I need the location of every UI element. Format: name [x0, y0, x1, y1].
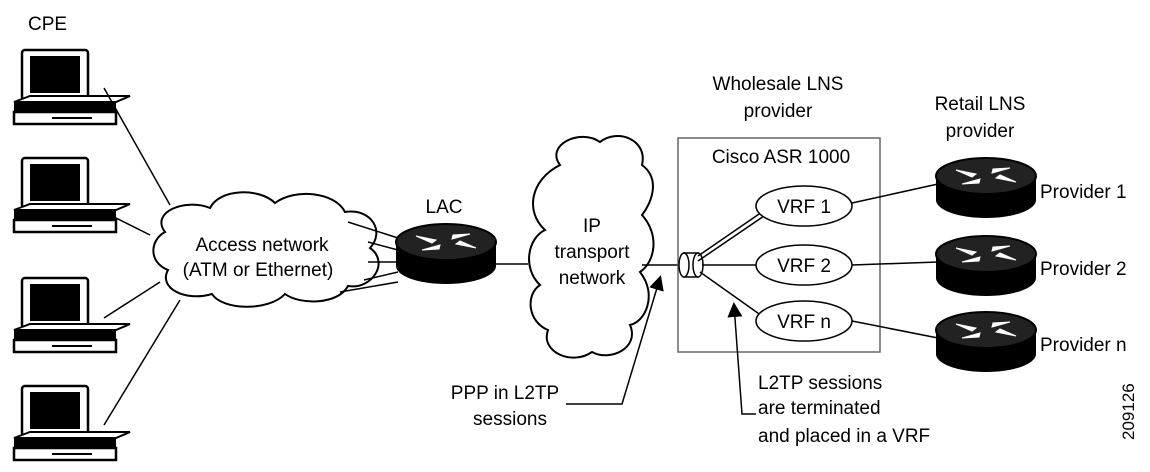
- ip-transport-label-1: IP: [583, 216, 601, 237]
- desktop-computer-icon: [12, 384, 132, 462]
- vrf-1-node: [755, 185, 853, 227]
- vrf-links: [697, 211, 765, 317]
- router-icon: [935, 157, 1037, 219]
- wholesale-label-2: provider: [744, 101, 813, 122]
- vrf-n-label: VRF n: [777, 312, 831, 333]
- access-network-label-2: (ATM or Ethernet): [183, 260, 334, 281]
- l2tp-label-1: L2TP sessions: [758, 373, 882, 394]
- access-to-lac-links: [339, 221, 399, 293]
- cpe-links: [103, 87, 181, 426]
- router-icon: [395, 223, 497, 285]
- ip-transport-label-3: network: [559, 268, 626, 289]
- access-network-cloud-icon: [152, 191, 380, 308]
- figure-id: 209126: [1119, 383, 1138, 440]
- router-icon: [935, 235, 1037, 297]
- provider-1-label: Provider 1: [1040, 182, 1127, 203]
- retail-label-1: Retail LNS: [935, 94, 1026, 115]
- vrf-2-label: VRF 2: [777, 256, 831, 277]
- router-icon: [935, 311, 1037, 373]
- desktop-computer-icon: [12, 156, 132, 234]
- provider-links: [851, 183, 939, 339]
- l2tp-label-2: are terminated: [758, 398, 881, 419]
- ip-transport-label-2: transport: [555, 242, 631, 263]
- access-network-label-1: Access network: [195, 235, 329, 256]
- cpe-label: CPE: [28, 14, 67, 35]
- retail-label-2: provider: [946, 121, 1015, 142]
- ppp-label-1: PPP in L2TP: [451, 383, 559, 404]
- lac-label: LAC: [426, 197, 463, 218]
- desktop-computer-icon: [12, 48, 132, 126]
- ppp-label-2: sessions: [473, 409, 547, 430]
- tunnel-endpoint: [678, 252, 704, 278]
- asr-label: Cisco ASR 1000: [712, 147, 850, 168]
- ppp-arrow: [566, 275, 664, 405]
- l2tp-arrow: [727, 302, 756, 415]
- l2tp-label-3: and placed in a VRF: [758, 426, 930, 447]
- wholesale-label-1: Wholesale LNS: [713, 74, 844, 95]
- provider-2-label: Provider 2: [1040, 259, 1127, 280]
- ip-transport-cloud-icon: [528, 135, 655, 359]
- asr-box: [677, 137, 881, 353]
- provider-n-label: Provider n: [1040, 335, 1127, 356]
- desktop-computer-icon: [12, 276, 132, 354]
- vrf-1-label: VRF 1: [777, 197, 831, 218]
